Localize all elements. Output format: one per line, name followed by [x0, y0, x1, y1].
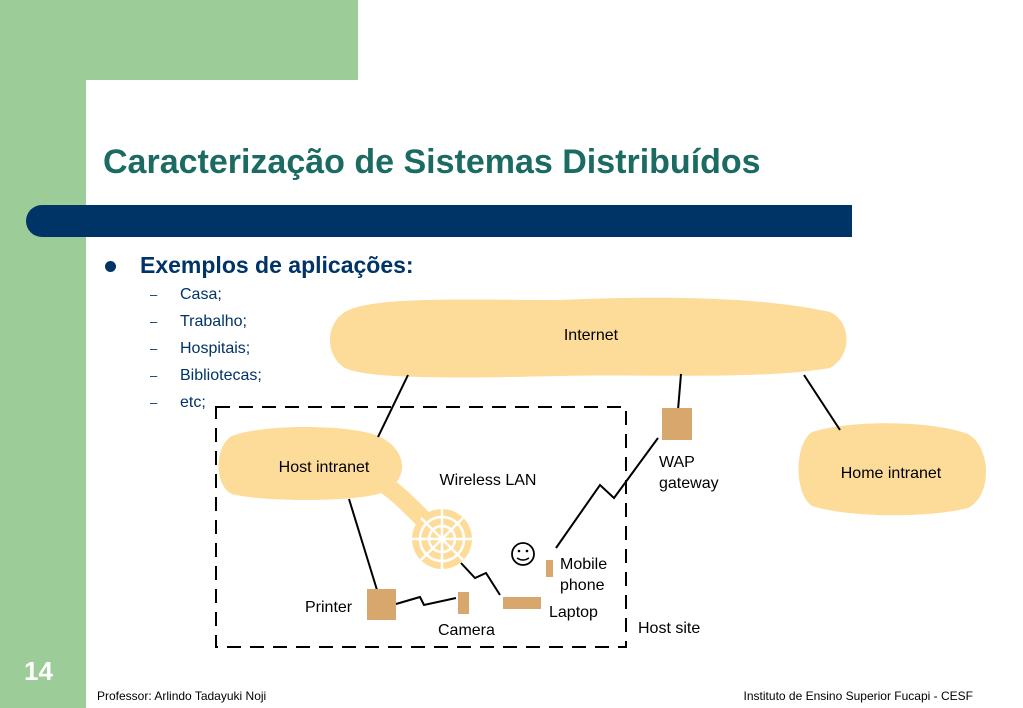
- sub-item-etc: –etc;: [150, 394, 206, 411]
- user-smiley-icon: [511, 542, 535, 566]
- dash-icon: –: [150, 341, 158, 356]
- wap-gateway-icon: [662, 408, 692, 440]
- sub-item-hospitais: –Hospitais;: [150, 340, 251, 357]
- host-intranet-label: Host intranet: [279, 459, 370, 476]
- host-site-label: Host site: [638, 620, 700, 637]
- mobile-phone-icon: [546, 560, 553, 577]
- link-hub-laptop: [460, 562, 501, 596]
- wireless-hub-icon: [412, 509, 472, 569]
- laptop-icon: [503, 597, 541, 609]
- host-site-box: [215, 406, 627, 648]
- home-intranet-cloud: [798, 423, 986, 516]
- mobile-label: Mobile: [560, 556, 607, 573]
- link-printer-camera: [395, 595, 457, 607]
- slide-title: Caracterização de Sistemas Distribuídos: [103, 143, 761, 181]
- printer-label: Printer: [305, 599, 353, 616]
- title-underline-band: [26, 205, 852, 237]
- phone-label: phone: [560, 577, 605, 594]
- sub-item-casa: –Casa;: [150, 286, 222, 303]
- bullet-icon: [105, 261, 116, 272]
- slide-number: 14: [24, 656, 53, 686]
- gateway-label: gateway: [659, 475, 719, 492]
- host-intranet-cloud: [218, 427, 402, 500]
- link-host-internet: [377, 374, 409, 438]
- camera-icon: [458, 592, 469, 614]
- bullet-heading: Exemplos de aplicações:: [140, 252, 414, 278]
- wireless-lan-label: Wireless LAN: [440, 472, 537, 489]
- internet-cloud: [330, 297, 847, 378]
- camera-label: Camera: [438, 622, 495, 639]
- dash-icon: –: [150, 395, 158, 410]
- sub-item-trabalho: –Trabalho;: [150, 313, 247, 330]
- link-host-printer: [348, 498, 378, 591]
- dash-icon: –: [150, 368, 158, 383]
- dash-icon: –: [150, 314, 158, 329]
- green-top-block: [86, 0, 358, 80]
- link-home-internet: [803, 374, 841, 431]
- content-panel: [86, 80, 1023, 708]
- footer-institution: Instituto de Ensino Superior Fucapi - CE…: [743, 689, 973, 703]
- link-wap-mobile: [555, 437, 659, 549]
- green-side-bar: [0, 0, 86, 708]
- home-intranet-label: Home intranet: [841, 465, 942, 482]
- internet-label: Internet: [564, 327, 619, 344]
- footer-professor: Professor: Arlindo Tadayuki Noji: [97, 689, 267, 703]
- sub-item-bibliotecas: –Bibliotecas;: [150, 367, 262, 384]
- printer-icon: [367, 589, 396, 620]
- dash-icon: –: [150, 287, 158, 302]
- laptop-label: Laptop: [549, 604, 598, 621]
- wap-label: WAP: [659, 454, 695, 471]
- link-wap-internet: [677, 373, 682, 411]
